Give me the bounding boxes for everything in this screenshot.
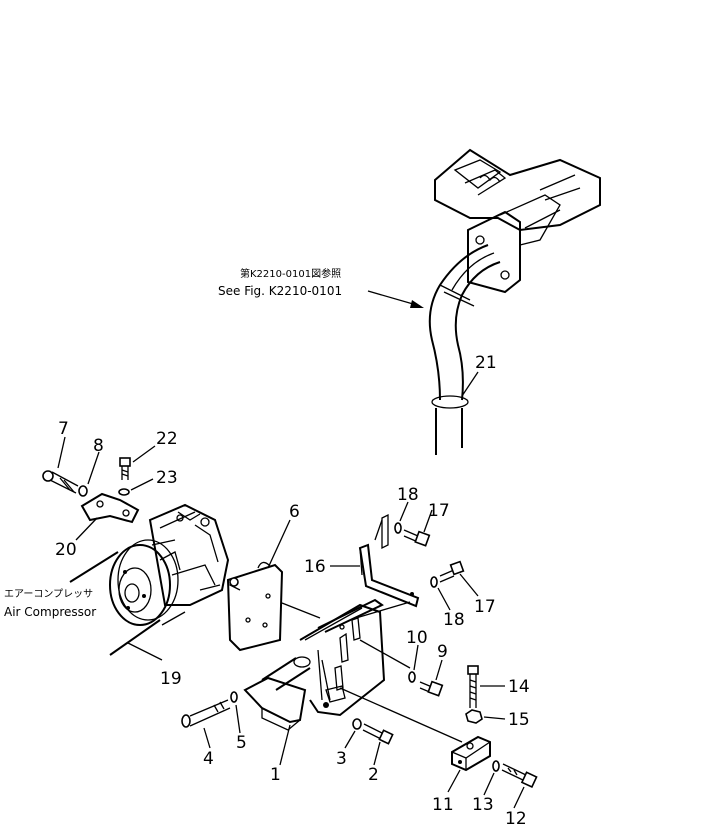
leader-19: [127, 642, 163, 661]
bolt-9: [419, 680, 444, 697]
part-number-4: 4: [203, 749, 214, 769]
bolt-7: [42, 470, 79, 494]
leader-20: [75, 517, 98, 541]
washer-13: [492, 760, 500, 772]
part-number-20: 20: [55, 540, 77, 560]
part-number-9: 9: [437, 642, 448, 662]
bracket-1: [243, 598, 386, 731]
leader-17-upper: [423, 509, 433, 533]
bolt-14: [467, 665, 479, 708]
air-compressor: [109, 503, 230, 626]
part-number-17-lower: 17: [474, 597, 496, 617]
part-number-8: 8: [93, 436, 104, 456]
bracket-20: [80, 492, 140, 524]
block-11: [451, 735, 491, 772]
align-line-6: [281, 602, 321, 619]
part-number-13: 13: [472, 795, 494, 815]
part-number-7: 7: [58, 419, 69, 439]
plate-6: [226, 561, 284, 652]
part-number-5: 5: [236, 733, 247, 753]
washer-5: [230, 691, 238, 703]
part-number-19: 19: [160, 669, 182, 689]
bolt-22: [119, 457, 131, 480]
part-number-18-upper: 18: [397, 485, 419, 505]
part-number-18-lower: 18: [443, 610, 465, 630]
nut-15: [465, 709, 483, 724]
washer-18-lower: [430, 576, 438, 588]
bolt-12: [501, 763, 538, 789]
part-number-15: 15: [508, 710, 530, 730]
bolt-17-upper: [403, 529, 431, 547]
bolt-4: [181, 699, 231, 728]
align-line-10: [359, 639, 411, 669]
part-number-14: 14: [508, 677, 530, 697]
leader-8: [87, 451, 100, 485]
leader-10: [413, 644, 419, 671]
washer-18-upper: [394, 522, 402, 534]
part-number-16: 16: [304, 557, 326, 577]
bracket-16: [358, 513, 420, 608]
washer-8: [78, 485, 88, 497]
part-number-2: 2: [368, 765, 379, 785]
cab-hose-assembly: [428, 148, 601, 455]
leader-18-upper: [399, 501, 409, 522]
leader-6: [267, 519, 291, 569]
reference-note-en: See Fig. K2210-0101: [218, 284, 342, 298]
part-number-23: 23: [156, 468, 178, 488]
leader-4: [203, 727, 211, 749]
leader-18-lower: [437, 587, 451, 611]
leader-7: [57, 436, 66, 469]
part-number-12: 12: [505, 809, 527, 827]
reference-arrowhead: [410, 300, 424, 308]
bolt-2: [362, 723, 394, 745]
leader-22: [132, 445, 156, 463]
leader-23: [130, 478, 154, 491]
part-number-17-upper: 17: [428, 501, 450, 521]
bolt-17-lower: [439, 560, 465, 583]
compressor-label-en: Air Compressor: [4, 605, 96, 619]
washer-10: [408, 671, 416, 683]
compressor-label-jp: エアーコンプレッサ: [4, 588, 93, 600]
part-number-21: 21: [475, 353, 497, 373]
leader-3: [344, 730, 356, 749]
align-line-16: [355, 601, 411, 619]
leader-2: [373, 741, 381, 766]
leader-12: [513, 786, 525, 809]
leader-5: [235, 704, 241, 734]
part-number-1: 1: [270, 765, 281, 785]
reference-note-jp: 第K2210-0101図参照: [240, 267, 341, 280]
leader-21: [461, 371, 479, 397]
belt-19-lower: [109, 619, 161, 656]
leader-1: [279, 724, 291, 766]
part-number-3: 3: [336, 749, 347, 769]
leader-9: [435, 659, 443, 681]
part-number-22: 22: [156, 429, 178, 449]
washer-23: [118, 488, 130, 496]
leader-17-lower: [459, 573, 479, 597]
align-line-11: [339, 687, 463, 743]
part-number-6: 6: [289, 502, 300, 522]
leader-11: [447, 769, 461, 793]
part-number-10: 10: [406, 628, 428, 648]
belt-19-upper: [69, 551, 119, 583]
part-number-11: 11: [432, 795, 454, 815]
leader-13: [483, 772, 495, 796]
leader-15: [483, 716, 506, 720]
washer-3: [352, 718, 362, 730]
